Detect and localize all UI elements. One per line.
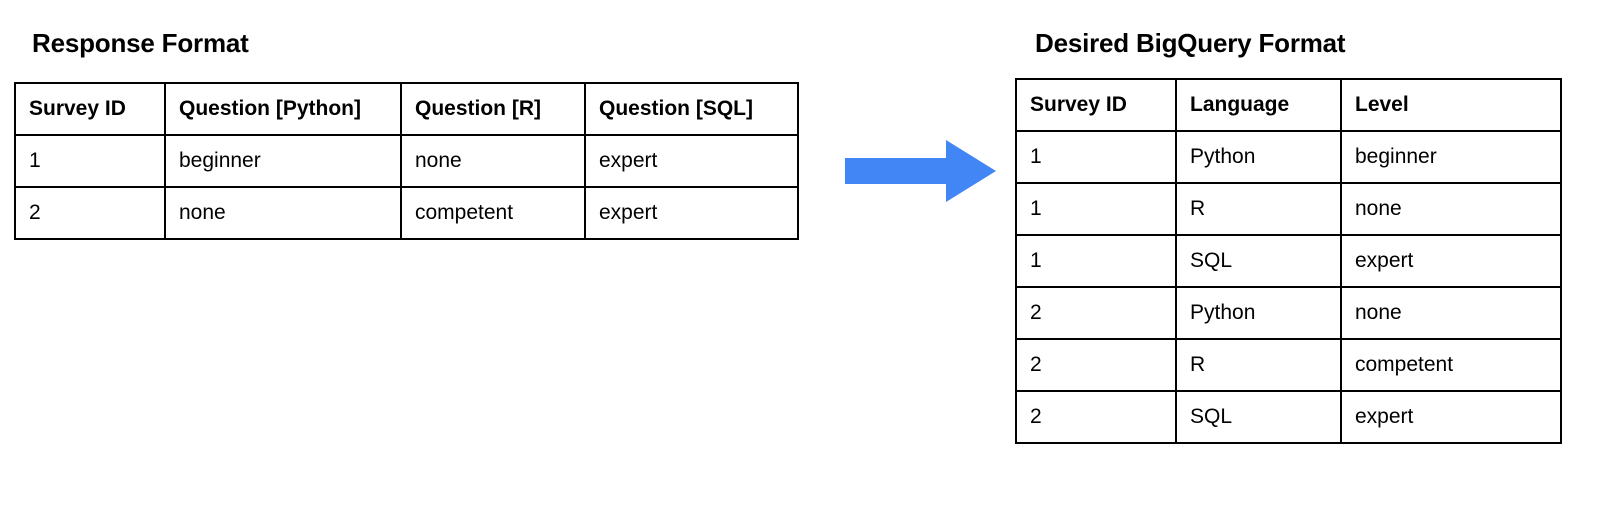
cell-question-r: none xyxy=(400,134,586,188)
bigquery-format-panel: Desired BigQuery Format Survey ID Langua… xyxy=(1015,28,1562,444)
cell-language: R xyxy=(1175,182,1342,236)
cell-language: SQL xyxy=(1175,234,1342,288)
cell-survey-id: 2 xyxy=(1015,286,1177,340)
cell-survey-id: 2 xyxy=(14,186,166,240)
table-row: 1 beginner none expert xyxy=(14,134,799,188)
table-row: 2 R competent xyxy=(1015,338,1562,392)
response-format-table: Survey ID Question [Python] Question [R]… xyxy=(14,82,799,240)
table-row: 1 Python beginner xyxy=(1015,130,1562,184)
cell-question-sql: expert xyxy=(584,186,799,240)
column-header-question-sql: Question [SQL] xyxy=(584,82,799,136)
cell-level: none xyxy=(1340,182,1562,236)
cell-level: expert xyxy=(1340,390,1562,444)
table-header-row: Survey ID Language Level xyxy=(1015,78,1562,132)
cell-language: R xyxy=(1175,338,1342,392)
cell-survey-id: 1 xyxy=(1015,234,1177,288)
column-header-question-r: Question [R] xyxy=(400,82,586,136)
cell-language: SQL xyxy=(1175,390,1342,444)
table-row: 1 R none xyxy=(1015,182,1562,236)
response-format-title: Response Format xyxy=(32,28,249,58)
right-arrow-icon xyxy=(845,140,996,202)
cell-level: competent xyxy=(1340,338,1562,392)
response-format-panel: Response Format Survey ID Question [Pyth… xyxy=(14,28,799,240)
column-header-level: Level xyxy=(1340,78,1562,132)
table-row: 1 SQL expert xyxy=(1015,234,1562,288)
table-row: 2 none competent expert xyxy=(14,186,799,240)
column-header-survey-id: Survey ID xyxy=(1015,78,1177,132)
cell-survey-id: 1 xyxy=(1015,182,1177,236)
bigquery-format-title: Desired BigQuery Format xyxy=(1035,28,1346,58)
cell-survey-id: 2 xyxy=(1015,390,1177,444)
column-header-language: Language xyxy=(1175,78,1342,132)
table-row: 2 Python none xyxy=(1015,286,1562,340)
bigquery-format-table: Survey ID Language Level 1 Python beginn… xyxy=(1015,78,1562,444)
cell-survey-id: 1 xyxy=(1015,130,1177,184)
cell-language: Python xyxy=(1175,130,1342,184)
table-row: 2 SQL expert xyxy=(1015,390,1562,444)
cell-question-sql: expert xyxy=(584,134,799,188)
cell-level: none xyxy=(1340,286,1562,340)
cell-question-r: competent xyxy=(400,186,586,240)
cell-level: expert xyxy=(1340,234,1562,288)
cell-question-python: beginner xyxy=(164,134,402,188)
cell-question-python: none xyxy=(164,186,402,240)
table-header-row: Survey ID Question [Python] Question [R]… xyxy=(14,82,799,136)
column-header-question-python: Question [Python] xyxy=(164,82,402,136)
cell-language: Python xyxy=(1175,286,1342,340)
cell-survey-id: 2 xyxy=(1015,338,1177,392)
column-header-survey-id: Survey ID xyxy=(14,82,166,136)
cell-survey-id: 1 xyxy=(14,134,166,188)
cell-level: beginner xyxy=(1340,130,1562,184)
